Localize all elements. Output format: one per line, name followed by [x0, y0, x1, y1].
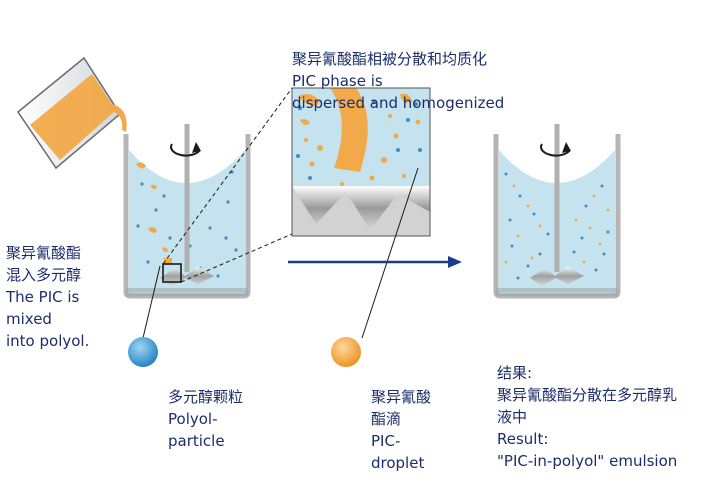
zoom-line-bottom	[180, 233, 293, 283]
zoom-inset	[291, 87, 431, 339]
watermark: 科瑞新材	[659, 411, 715, 427]
beaker-mixing	[123, 124, 251, 299]
beaker-emulsion	[493, 124, 621, 299]
zoom-line-top	[162, 87, 293, 265]
process-arrow	[288, 256, 462, 268]
diagram-canvas	[16, 56, 621, 367]
polyol-particle-icon	[128, 265, 161, 367]
pouring-cup	[16, 56, 127, 170]
pic-droplet-icon	[331, 337, 361, 367]
